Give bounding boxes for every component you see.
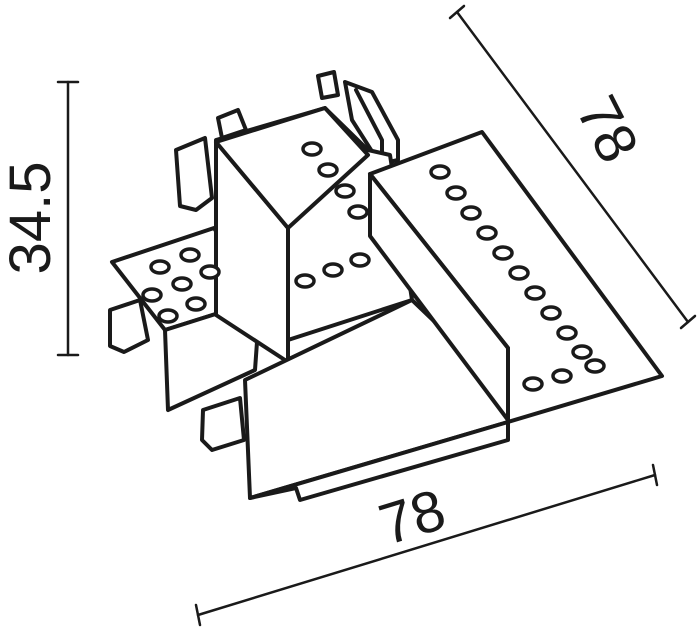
hole [334, 183, 356, 199]
hole [522, 376, 544, 392]
front-base-edge [248, 420, 510, 502]
central-wall-top [214, 106, 370, 230]
track-connector-part [108, 70, 664, 502]
dimension-width-label: 78 [372, 477, 453, 558]
hole [460, 205, 482, 221]
dimension-width-tick-left [194, 603, 202, 627]
left-side-clip [174, 136, 214, 212]
hole [301, 141, 323, 157]
left-bottom-clip [108, 298, 150, 354]
hole [349, 252, 371, 268]
hole [179, 247, 201, 263]
dimension-height: 34.5 [0, 80, 80, 357]
hole [429, 164, 451, 180]
hole [141, 287, 163, 303]
hole [149, 259, 171, 275]
hole [508, 265, 530, 281]
hole [317, 162, 339, 178]
hole [540, 305, 562, 321]
hole [556, 325, 578, 341]
right-arm-inner-wall [368, 172, 510, 422]
dimension-width-line [196, 473, 657, 617]
hole [185, 296, 207, 312]
rear-tab-top [316, 70, 340, 100]
hole [347, 204, 369, 220]
dimension-depth-label: 78 [564, 86, 651, 173]
hole [584, 358, 606, 374]
hole [199, 264, 221, 280]
dimension-depth-line [455, 10, 690, 324]
dimension-depth-tick-top [448, 4, 466, 20]
hole [492, 245, 514, 261]
hole [445, 185, 467, 201]
hole [476, 225, 498, 241]
hole [322, 262, 344, 278]
hole [157, 308, 179, 324]
hole [294, 273, 316, 289]
hole [524, 285, 546, 301]
dimension-width-tick-right [651, 463, 659, 487]
dimension-depth-tick-bottom [679, 314, 697, 330]
front-bottom-clip [200, 396, 246, 452]
hole [551, 368, 573, 384]
hole [171, 276, 193, 292]
dimension-height-label: 34.5 [0, 162, 63, 275]
hole [571, 344, 593, 360]
